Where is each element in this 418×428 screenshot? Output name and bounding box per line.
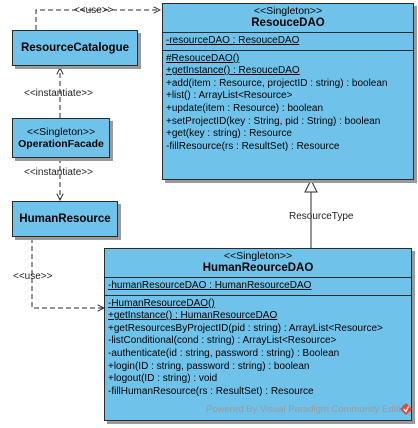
operation: +update(item : Resource) : boolean xyxy=(166,102,324,114)
class-name: ResouceDAO xyxy=(251,17,325,29)
attributes-section: -resourceDAO : ResouceDAO xyxy=(163,33,413,51)
generalization-label: ResourceType xyxy=(289,211,354,222)
attribute: -humanResourceDAO : HumanResourceDAO xyxy=(108,280,312,291)
operation: -authenticate(id : string, password : st… xyxy=(108,347,340,359)
operation: -listConditional(cond : string) : ArrayL… xyxy=(108,335,337,347)
attributes-section: -humanResourceDAO : HumanResourceDAO xyxy=(105,278,411,296)
operation: +get(key : string) : Resource xyxy=(166,128,292,140)
class-resourcecatalogue[interactable]: ResourceCatalogue xyxy=(12,30,138,66)
operation: +getResourcesByProjectID(pid : string) :… xyxy=(108,322,383,334)
operation: +list() : ArrayList<Resource> xyxy=(166,90,293,102)
class-name: HumanReourceDAO xyxy=(202,262,314,274)
class-header: <<Singleton>> HumanReourceDAO xyxy=(105,249,411,278)
operation: +getInstance() : ResouceDAO xyxy=(166,65,300,77)
class-header: <<Singleton>> ResouceDAO xyxy=(163,4,413,33)
operation: +add(item : Resource, projectID : string… xyxy=(166,77,388,89)
operation: +login(ID : string, password : string) :… xyxy=(108,360,310,372)
instantiate-label-2: <<instantiate>> xyxy=(24,167,93,178)
use-dependency-top xyxy=(35,10,160,30)
attribute: -resourceDAO : ResouceDAO xyxy=(166,35,300,46)
class-humanresource[interactable]: HumanResource xyxy=(12,201,118,237)
operation: -fillHumanResource(rs : ResultSet) : Res… xyxy=(108,385,314,397)
use-label-bottom: <<use>> xyxy=(13,271,53,282)
operations-section: -HumanResourceDAO() +getInstance() : Hum… xyxy=(105,296,411,401)
class-name: ResourceCatalogue xyxy=(20,42,129,54)
operation: -fillResource(rs : ResultSet) : Resource xyxy=(166,140,340,152)
operation: +setProjectID(key : String, pid : String… xyxy=(166,115,381,127)
class-name: OperationFacade xyxy=(18,137,104,150)
operation: #ResouceDAO() xyxy=(166,52,240,64)
class-resoucedao[interactable]: <<Singleton>> ResouceDAO -resourceDAO : … xyxy=(162,3,414,180)
class-operationfacade[interactable]: <<Singleton>> OperationFacade xyxy=(12,118,110,158)
operation: +getInstance() : HumanResourceDAO xyxy=(108,310,278,322)
stereotype-label: <<Singleton>> xyxy=(26,125,96,138)
stereotype-label: <<Singleton>> xyxy=(253,5,323,17)
operations-section: #ResouceDAO() +getInstance() : ResouceDA… xyxy=(163,51,413,156)
generalization-arrowhead xyxy=(304,178,318,193)
operation: -HumanResourceDAO() xyxy=(108,297,215,309)
class-humanreourcedao[interactable]: <<Singleton>> HumanReourceDAO -humanReso… xyxy=(104,248,412,421)
watermark-text: Powered By Visual Paradigm Community Edi… xyxy=(206,404,412,415)
use-label-top: <<use>> xyxy=(74,5,114,16)
stereotype-label: <<Singleton>> xyxy=(223,250,293,262)
operation: +logout(ID : string) : void xyxy=(108,373,218,385)
instantiate-label-1: <<instantiate>> xyxy=(24,88,93,99)
class-name: HumanResource xyxy=(19,213,111,225)
visual-paradigm-logo-icon xyxy=(400,403,412,415)
